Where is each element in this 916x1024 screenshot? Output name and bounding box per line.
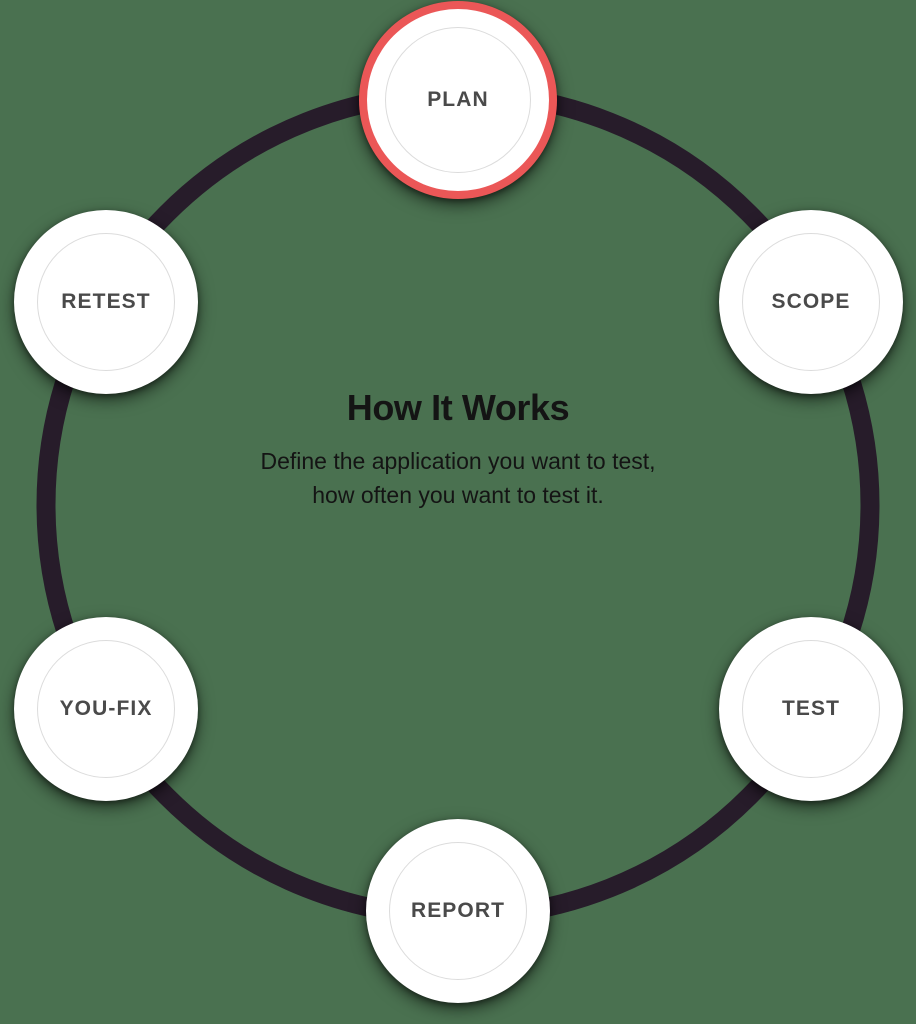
cycle-node-label-you-fix: YOU-FIX	[59, 697, 153, 720]
cycle-node-label-retest: RETEST	[61, 290, 151, 313]
center-body-text: Define the application you want to test,…	[260, 447, 656, 508]
center-content: How It Works Define the application you …	[248, 388, 668, 512]
cycle-node-test[interactable]: TEST	[719, 617, 903, 801]
cycle-node-you-fix[interactable]: YOU-FIX	[14, 617, 198, 801]
cycle-node-label-report: REPORT	[410, 899, 506, 922]
cycle-node-label-scope: SCOPE	[771, 290, 851, 313]
cycle-node-retest[interactable]: RETEST	[14, 210, 198, 394]
cycle-node-label-test: TEST	[781, 697, 841, 720]
center-heading: How It Works	[346, 387, 570, 428]
cycle-node-plan[interactable]: PLAN	[359, 1, 557, 199]
plan-node-disc	[367, 9, 549, 191]
cycle-node-scope[interactable]: SCOPE	[719, 210, 903, 394]
cycle-node-label-plan: PLAN	[427, 88, 489, 111]
cycle-node-report[interactable]: REPORT	[366, 819, 550, 1003]
